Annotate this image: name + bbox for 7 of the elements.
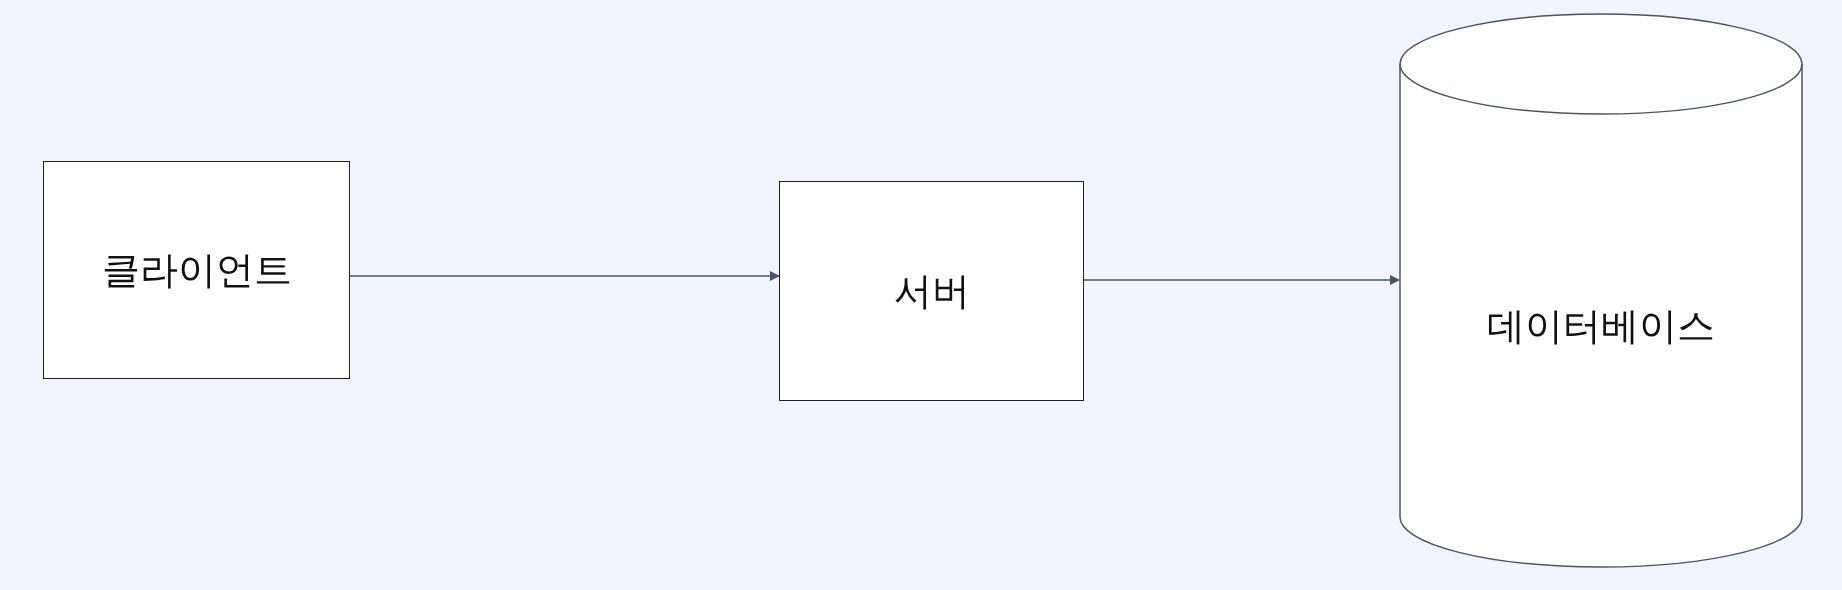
process-box — [43, 161, 350, 379]
arrow — [1083, 275, 1400, 285]
node-label: 클라이언트 — [101, 246, 292, 294]
node-label: 서버 — [893, 267, 970, 315]
node-label: 데이터베이스 — [1487, 303, 1715, 350]
arrow — [349, 271, 780, 281]
process-box — [779, 181, 1084, 401]
